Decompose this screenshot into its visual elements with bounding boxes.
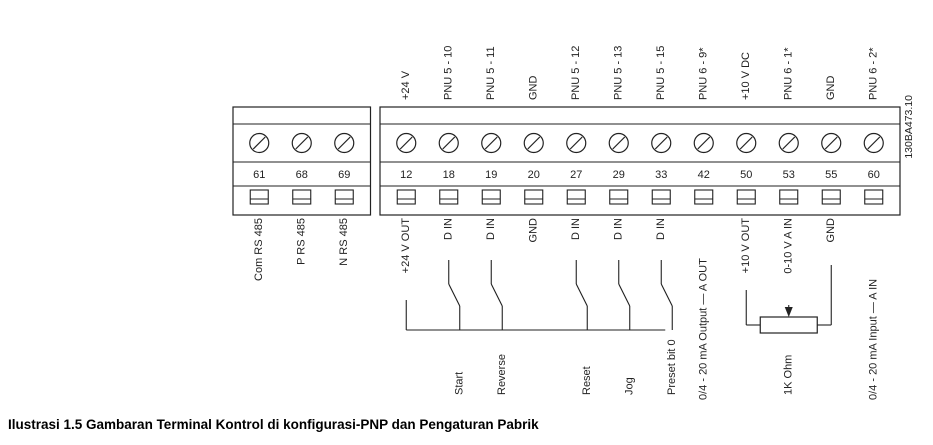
clamp-12 [396,189,416,205]
top-label-20: GND [528,76,540,101]
bottom-label-29: D IN [613,218,625,240]
terminal-number-53: 53 [783,169,795,181]
terminal-number-20: 20 [528,169,540,181]
bottom-label-33: D IN [655,218,667,240]
clamp-61 [249,189,269,205]
clamp-69 [334,189,354,205]
terminal-number-61: 61 [253,169,265,181]
screw-slot-20 [527,136,541,150]
screw-slot-61 [252,136,266,150]
switch-label-preset-bit-0: Preset bit 0 [666,339,678,395]
resistor [759,316,818,334]
terminal-number-60: 60 [868,169,880,181]
labels: Com RS 485 P RS 485 N RS 485 +24 V PNU 5 - 1… [253,46,915,400]
switch-label-reverse: Reverse [496,354,508,395]
clamp-53 [779,189,799,205]
clamp-68 [292,189,312,205]
top-label-55: GND [825,76,837,101]
terminal-number-12: 12 [400,169,412,181]
clamp-55 [821,189,841,205]
clamp-42 [694,189,714,205]
clamp-60 [864,189,884,205]
left-terminal-block: 61 68 69 [232,106,372,216]
screw-slot-27 [569,136,583,150]
clamp-20 [524,189,544,205]
top-label-29: PNU 5 - 13 [613,46,625,100]
clamp-33 [651,189,671,205]
screw-slot-18 [442,136,456,150]
clamp-29 [609,189,629,205]
bottom-label-19: D IN [485,218,497,240]
terminal-number-33: 33 [655,169,667,181]
switch-blade-19 [490,283,503,307]
screw-slot-12 [399,136,413,150]
terminal-number-18: 18 [443,169,455,181]
screw-slot-68 [295,136,309,150]
doc-code: 130BA473.10 [903,95,915,159]
terminal-number-69: 69 [338,169,350,181]
screw-slot-50 [739,136,753,150]
bottom-label-60: 0/4 - 20 mA Input — A IN [868,279,880,400]
figure-caption: Ilustrasi 1.5 Gambaran Terminal Kontrol … [8,417,539,432]
clamp-19 [481,189,501,205]
terminal-number-55: 55 [825,169,837,181]
switch-blade-27 [575,283,588,307]
switch-label-reset: Reset [581,366,593,395]
clamp-27 [566,189,586,205]
screw-slot-19 [484,136,498,150]
bottom-label-12: +24 V OUT [400,218,412,274]
bottom-label-18: D IN [443,218,455,240]
left-bottom-label-61: Com RS 485 [253,218,265,281]
resistor-label: 1K Ohm [783,355,795,395]
terminal-diagram: 61 68 69 12 18 19 20 27 29 33 42 50 53 55 60 Com RS 4… [232,46,915,400]
top-label-33: PNU 5 - 15 [655,46,667,100]
left-bottom-label-69: N RS 485 [338,218,350,266]
bottom-label-55: GND [825,218,837,243]
bottom-label-42: 0/4 - 20 mA Output — A OUT [698,258,710,400]
bottom-label-20: GND [528,218,540,243]
top-label-53: PNU 6 - 1* [783,47,795,100]
wiring [405,260,832,334]
terminal-number-29: 29 [613,169,625,181]
terminal-number-27: 27 [570,169,582,181]
terminal-number-50: 50 [740,169,752,181]
top-label-18: PNU 5 - 10 [443,46,455,100]
top-label-27: PNU 5 - 12 [570,46,582,100]
switch-blade-18 [448,283,461,307]
top-label-60: PNU 6 - 2* [868,47,880,100]
terminal-number-68: 68 [296,169,308,181]
screw-slot-42 [697,136,711,150]
switch-blade-29 [618,283,631,307]
right-outline [379,106,901,216]
screw-slot-55 [824,136,838,150]
wiper-arrow [784,307,793,317]
bottom-label-50: +10 V OUT [740,218,752,274]
top-label-12: +24 V [400,70,412,100]
clamp-18 [439,189,459,205]
switch-label-jog: Jog [624,377,636,395]
clamp-50 [736,189,756,205]
left-outline [232,106,372,216]
switch-blade-33 [660,283,673,307]
top-label-50: +10 V DC [740,52,752,100]
right-terminal-block: 12 18 19 20 27 29 33 42 50 53 55 60 [379,106,901,216]
switch-label-start: Start [454,372,466,395]
screw-slot-60 [867,136,881,150]
bottom-label-27: D IN [570,218,582,240]
terminal-number-42: 42 [698,169,710,181]
screw-slot-69 [337,136,351,150]
bottom-label-53: 0-10 V A IN [783,218,795,274]
screw-slot-53 [782,136,796,150]
top-label-19: PNU 5 - 11 [485,46,497,100]
screw-slot-29 [612,136,626,150]
top-label-42: PNU 6 - 9* [698,47,710,100]
terminal-number-19: 19 [485,169,497,181]
screw-slot-33 [654,136,668,150]
left-bottom-label-68: P RS 485 [296,218,308,265]
